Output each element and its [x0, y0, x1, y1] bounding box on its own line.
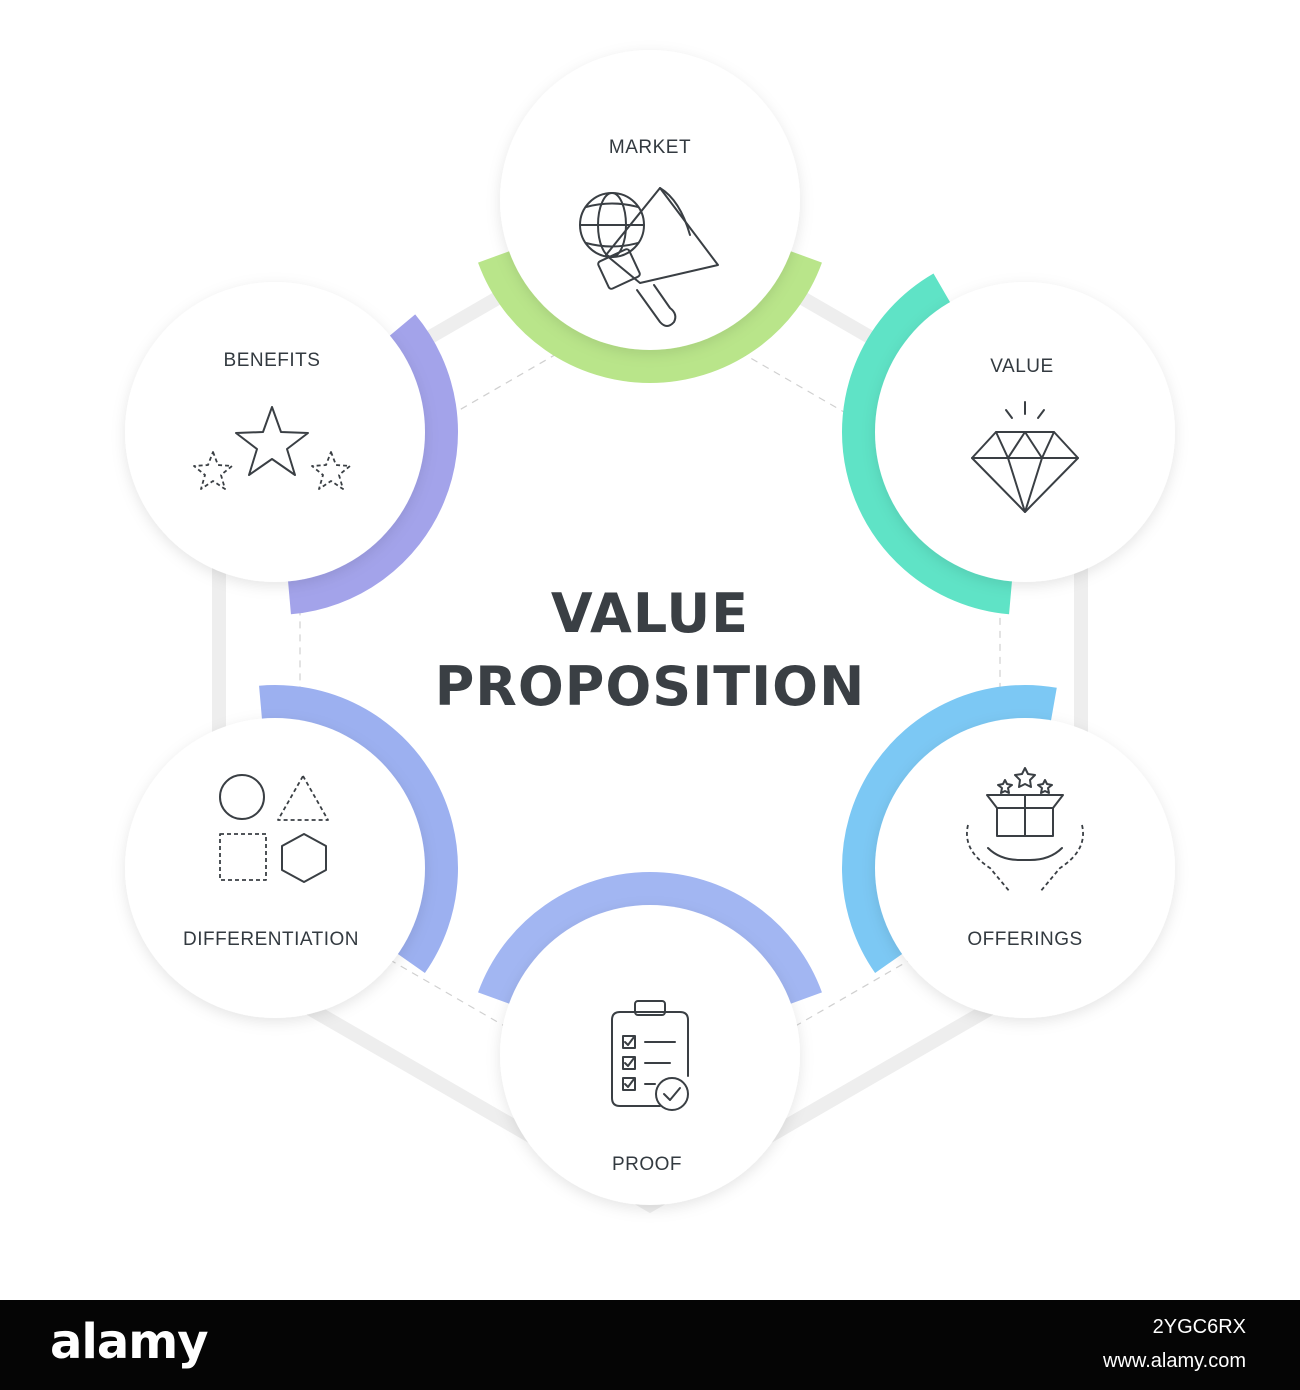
label-differentiation: DIFFERENTIATION [183, 929, 359, 950]
label-offerings: OFFERINGS [967, 929, 1082, 950]
label-value: VALUE [990, 356, 1053, 377]
watermark-bar: alamy 2YGC6RX www.alamy.com [0, 1300, 1300, 1390]
watermark-url: www.alamy.com [1103, 1350, 1246, 1372]
image-code: 2YGC6RX [1152, 1316, 1246, 1338]
gift-box-hands-icon [966, 767, 1084, 893]
node-arcs [259, 249, 1057, 1006]
label-market: MARKET [609, 137, 691, 158]
label-proof: PROOF [612, 1154, 682, 1175]
diamond-icon [971, 401, 1079, 513]
arc-offerings [842, 685, 1057, 973]
node-circle-proof [500, 905, 800, 1205]
label-benefits: BENEFITS [224, 350, 321, 371]
clipboard-checklist-icon [611, 1000, 689, 1111]
title-line-2: PROPOSITION [435, 655, 866, 718]
node-circle-benefits [125, 282, 425, 582]
stars-icon [193, 406, 351, 490]
arc-differentiation [259, 685, 458, 973]
node-circle-offerings [875, 718, 1175, 1018]
arc-benefits [287, 314, 458, 615]
arc-proof [478, 872, 822, 1006]
diagram-canvas: MARKET VALUE OFFERINGS PROOF DIFFERENTIA… [125, 50, 1175, 1214]
arc-market [478, 249, 822, 383]
title-line-1: VALUE [551, 582, 749, 645]
megaphone-globe-icon [579, 187, 719, 327]
alamy-logo: alamy [50, 1314, 209, 1370]
arc-value [842, 273, 1013, 615]
shapes-icon [219, 774, 329, 883]
value-proposition-diagram: MARKET VALUE OFFERINGS PROOF DIFFERENTIA… [125, 50, 1175, 1214]
node-circle-differentiation [125, 718, 425, 1018]
